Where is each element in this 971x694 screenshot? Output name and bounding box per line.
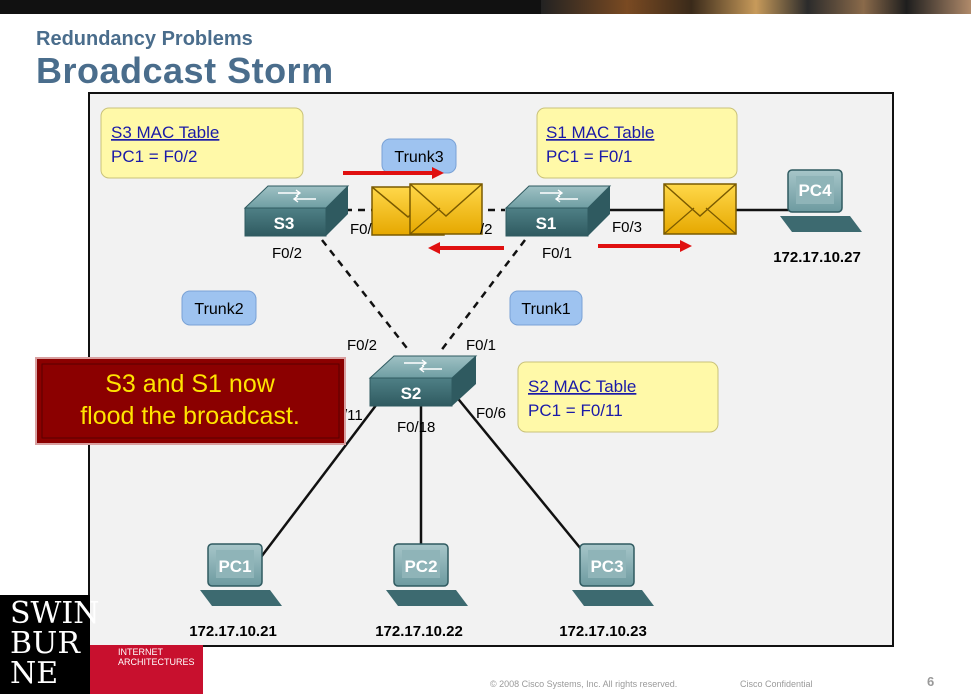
s2-mac-table-title: S2 MAC Table [528,377,636,396]
slide-subtitle: Redundancy Problems [36,28,253,50]
port-s3-f0-1: F0/ [350,221,373,238]
port-s2-f0-1: F0/1 [466,337,496,354]
s2-pc3-link [454,394,591,561]
logo-line1: SWIN [10,596,100,631]
footer-confidential: Cisco Confidential [740,679,813,689]
pc3-label: PC3 [590,557,623,576]
pc2-ip: 172.17.10.22 [375,623,463,640]
port-s1-f0-2: /2 [480,221,493,238]
s1-mac-table-entry: PC1 = F0/1 [546,147,632,166]
port-s3-f0-2: F0/2 [272,245,302,262]
s3-mac-table-note: S3 MAC Table PC1 = F0/2 [100,107,304,179]
trunk2-link [321,239,411,353]
s2-mac-table-entry: PC1 = F0/11 [528,401,623,420]
port-s1-f0-3: F0/3 [612,219,642,236]
port-s2-f0-6: F0/6 [476,405,506,422]
switch-s1-label: S1 [536,214,557,233]
switch-s2-label: S2 [401,384,422,403]
s1-mac-table-note: S1 MAC Table PC1 = F0/1 [536,107,738,179]
s2-mac-table-note: S2 MAC Table PC1 = F0/11 [517,361,719,433]
swinburne-logo: SWIN BUR NE [0,595,100,694]
s2-pc1-link [254,399,381,566]
internet-architectures-badge: INTERNET ARCHITECTURES [90,645,203,694]
broadcast-envelope-icon [663,183,737,235]
pc1-ip: 172.17.10.21 [189,623,277,640]
callout-box: S3 and S1 now flood the broadcast. [35,357,346,445]
broadcast-envelope-icon [409,183,483,235]
trunk1-link [439,239,526,353]
pc3: PC3 172.17.10.23 [559,543,654,640]
switch-s2: S2 [368,355,478,407]
trunk1-text: Trunk1 [521,301,570,318]
arrow-right-icon [343,167,444,179]
switch-s3-label: S3 [274,214,295,233]
callout-line2: flood the broadcast. [80,402,300,430]
top-banner [0,0,971,14]
pc1: PC1 172.17.10.21 [189,543,282,640]
trunk2-label: Trunk2 [181,290,257,326]
footer-copyright: © 2008 Cisco Systems, Inc. All rights re… [490,679,678,689]
port-s2-f0-11: /11 [343,407,363,424]
port-s1-f0-1: F0/1 [542,245,572,262]
s1-mac-table-title: S1 MAC Table [546,123,654,142]
callout-line1: S3 and S1 now [105,370,276,398]
port-s2-f0-2: F0/2 [347,337,377,354]
s3-mac-table-entry: PC1 = F0/2 [111,147,197,166]
pc3-ip: 172.17.10.23 [559,623,647,640]
switch-s3: S3 [243,185,350,237]
trunk1-label: Trunk1 [509,290,583,326]
switch-s1: S1 [504,185,612,237]
port-labels: F0/ F0/2 /2 F0/1 F0/3 F0/2 F0/1 /11 F0/1… [272,219,642,436]
badge-line1: INTERNET [118,647,163,657]
pc2: PC2 172.17.10.22 [375,543,468,640]
pc4-label: PC4 [798,181,832,200]
arrow-left-icon [428,242,504,254]
page-number: 6 [927,674,935,689]
logo-line3: NE [10,656,59,691]
pc1-label: PC1 [218,557,251,576]
pc2-label: PC2 [404,557,437,576]
badge-line2: ARCHITECTURES [118,657,195,667]
pc4: PC4 172.17.10.27 [773,169,862,266]
port-s2-f0-18: F0/18 [397,419,435,436]
slide-title: Broadcast Storm [36,50,334,91]
arrow-right-icon [598,240,692,252]
logo-line2: BUR [10,626,80,661]
trunk2-text: Trunk2 [194,301,243,318]
trunk3-text: Trunk3 [394,149,443,166]
pc4-ip: 172.17.10.27 [773,249,861,266]
s3-mac-table-title: S3 MAC Table [111,123,219,142]
trunk3-label: Trunk3 [381,138,457,174]
banner-photo-strip [541,0,971,14]
